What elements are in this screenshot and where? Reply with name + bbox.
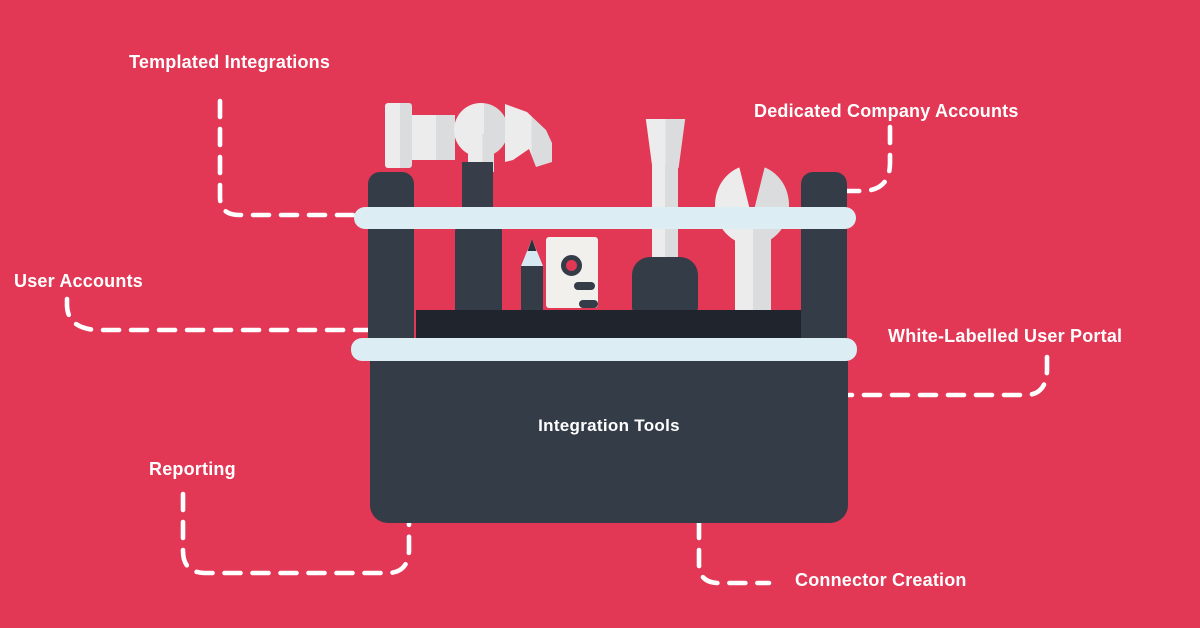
card-ring-dot [561, 255, 582, 276]
screwdriver-icon [645, 119, 686, 168]
connector-white-labelled-user-portal [846, 354, 1050, 398]
toolbox-tray [416, 310, 801, 341]
toolbox-body: Integration Tools [370, 349, 848, 523]
screwdriver-handle [632, 257, 698, 315]
label-dedicated-company-accounts: Dedicated Company Accounts [754, 101, 1019, 121]
label-user-accounts: User Accounts [14, 271, 143, 291]
connector-creation [696, 519, 772, 586]
toolbox-title: Integration Tools [538, 416, 680, 435]
note-card-icon [546, 237, 598, 308]
label-templated-integrations: Templated Integrations [129, 52, 331, 72]
card-text-line [574, 282, 595, 290]
card-text-line [579, 300, 598, 308]
toolbox-right-post [801, 172, 847, 352]
wrench-icon [715, 158, 789, 313]
connector-templated-integrations [217, 98, 359, 218]
label-white-labelled-user-portal: White-Labelled User Portal [888, 326, 1123, 346]
label-connector-creation: Connector Creation [795, 570, 967, 590]
hammer-icon [385, 103, 552, 172]
label-reporting: Reporting [149, 459, 236, 479]
toolbox-left-post [368, 172, 414, 352]
connector-user-accounts [64, 296, 371, 333]
toolbox-top-rail [354, 207, 856, 229]
connector-reporting [180, 491, 412, 576]
toolbox-bottom-rail [351, 338, 857, 361]
hammer-handle-grip [455, 227, 502, 315]
pencil-icon [521, 239, 543, 314]
connector-dedicated-company-accounts [841, 124, 893, 194]
